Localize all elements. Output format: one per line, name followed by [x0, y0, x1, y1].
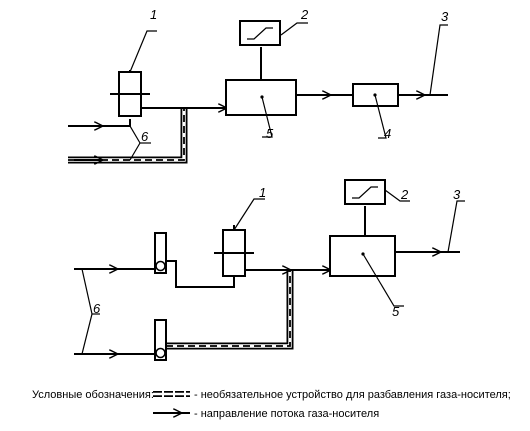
label-top-main-unit: 5: [266, 126, 274, 141]
legend-flow-text: - направление потока газа-носителя: [194, 408, 379, 420]
bottom-recorder-2: [344, 179, 386, 205]
bottom-main-unit-5: [329, 235, 396, 277]
bottom-leaders: [81, 189, 465, 355]
legend-dilution-text: - необязательное устройство для разбавле…: [194, 389, 511, 401]
label-bottom-inlet: 6: [93, 301, 101, 316]
label-top-inlet: 6: [141, 129, 149, 144]
bottom-valve-upper: [154, 232, 167, 274]
label-bottom-meter: 1: [259, 185, 266, 200]
bottom-valve-lower: [154, 319, 167, 361]
label-bottom-outlet: 3: [453, 187, 461, 202]
bottom-dilution-line: [166, 271, 294, 350]
top-dilution-line: [68, 108, 188, 164]
top-main-unit-5: [225, 79, 297, 116]
top-schematic: 1 2 3 4 5 6: [68, 7, 449, 160]
label-top-filter: 4: [384, 126, 391, 141]
top-recorder-2: [239, 20, 281, 46]
label-bottom-main-unit: 5: [392, 304, 400, 319]
legend: Условные обозначения: - необязательное у…: [32, 389, 511, 420]
bottom-schematic: 1 2 3 5 6: [74, 179, 465, 361]
bottom-flow-lines: [74, 206, 460, 355]
label-bottom-recorder: 2: [400, 187, 409, 202]
label-top-meter: 1: [150, 7, 157, 22]
top-meter-1: [110, 71, 150, 117]
top-leaders: [129, 22, 448, 161]
legend-heading: Условные обозначения:: [32, 389, 154, 401]
label-top-recorder: 2: [300, 7, 309, 22]
label-top-outlet: 3: [441, 9, 449, 24]
